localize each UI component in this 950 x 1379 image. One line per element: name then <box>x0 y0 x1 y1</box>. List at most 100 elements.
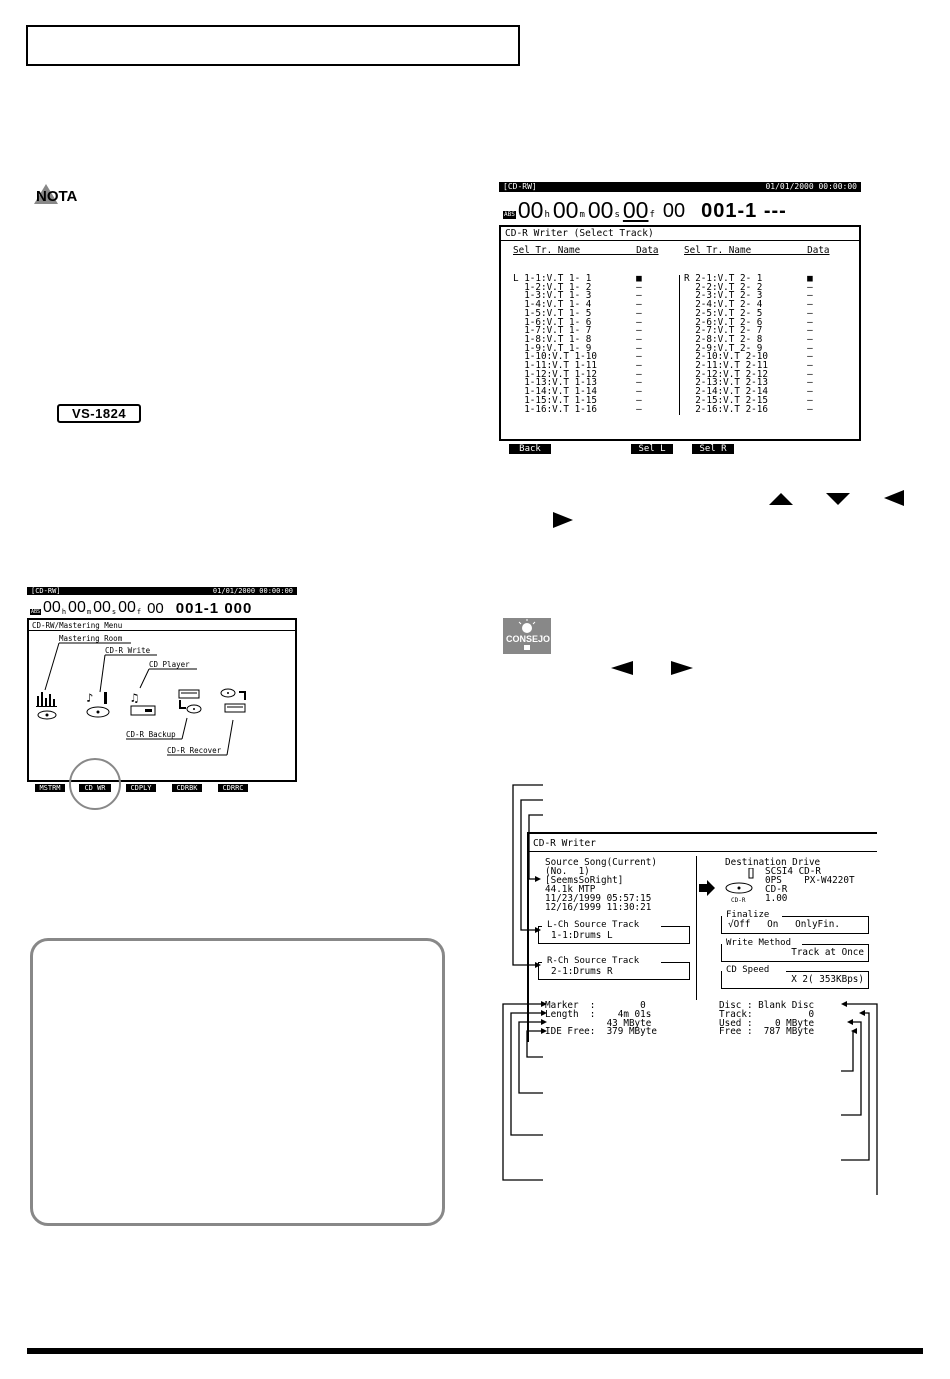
frames-unit: f <box>649 210 655 220</box>
menu-panel: CD-RW/Mastering Menu Mastering Room CD-R… <box>27 618 297 782</box>
nota-icon: NOTA <box>34 182 82 210</box>
menu-item-cd-player[interactable]: CD Player <box>149 660 190 669</box>
finalize-label: Finalize <box>724 910 772 920</box>
cd-r-write-icon[interactable]: ♪ <box>84 690 114 720</box>
counter-hours: 00 <box>43 599 61 616</box>
menu-item-mastering-room[interactable]: Mastering Room <box>59 634 123 643</box>
callout-leader-lines <box>502 784 878 1195</box>
vs-1824-logo: VS-1824 <box>57 404 141 423</box>
cd-player-icon[interactable]: ♫ <box>129 690 159 720</box>
write-method-value: Track at Once <box>791 947 864 958</box>
panel-title: CD-R Writer <box>533 838 596 849</box>
svg-text:♫: ♫ <box>131 691 138 705</box>
fkey-cdrbk[interactable]: CDRBK <box>172 784 202 792</box>
footer-rule <box>27 1348 923 1354</box>
hours-unit: h <box>544 210 550 220</box>
track-panel: CD-R Writer (Select Track) Sel Tr. Name … <box>499 225 861 441</box>
lcd-datetime: 01/01/2000 00:00:00 <box>765 182 857 191</box>
left-track-list[interactable]: L 1-1:V.T 1- 1 ■ 1-2:V.T 1- 2 – 1-3:V.T … <box>513 273 642 415</box>
counter-minutes: 00 <box>68 599 86 616</box>
right-track-list[interactable]: R 2-1:V.T 2- 1 ■ 2-2:V.T 2- 2 – 2-3:V.T … <box>684 273 813 415</box>
note-box <box>30 938 445 1226</box>
center-divider <box>696 856 697 1000</box>
cd-speed-box[interactable]: CD Speed X 2( 353KBps) <box>721 965 869 989</box>
mastering-room-icon[interactable] <box>35 690 61 720</box>
left-arrow-icon <box>884 490 904 506</box>
fkey-cdrrc[interactable]: CDRRC <box>218 784 248 792</box>
destination-drive-title: Destination Drive <box>725 857 821 868</box>
left-arrow-icon <box>611 661 633 675</box>
lcd-top-bar: [CD-RW] 01/01/2000 00:00:00 <box>27 587 297 595</box>
menu-item-cd-r-recover[interactable]: CD-R Recover <box>167 746 222 755</box>
finalize-box[interactable]: Finalize √Off On OnlyFin. <box>721 910 869 934</box>
right-arrow-icon <box>671 661 693 675</box>
menu-leader-lines <box>44 642 234 756</box>
panel-title: CD-RW/Mastering Menu <box>32 621 123 630</box>
arrow-right-icon <box>699 880 715 896</box>
fkey-cdply[interactable]: CDPLY <box>126 784 156 792</box>
fkey-mstrm[interactable]: MSTRM <box>35 784 65 792</box>
highlight-circle <box>69 758 121 810</box>
sel-r-button[interactable]: Sel R <box>692 444 734 454</box>
disc-info-stats: Disc : Blank Disc Track: 0 Used : 0 MByt… <box>719 1000 815 1038</box>
consejo-label: CONSEJO <box>506 634 550 644</box>
cd-r-backup-icon[interactable] <box>174 688 204 720</box>
sel-l-button[interactable]: Sel L <box>631 444 673 454</box>
lcd-top-bar: [CD-RW] 01/01/2000 00:00:00 <box>499 182 861 192</box>
counter-seconds: 00 <box>93 599 111 616</box>
cd-speed-label: CD Speed <box>724 965 772 975</box>
counter-subframes: 00 <box>662 200 686 222</box>
back-button[interactable]: Back <box>509 444 551 454</box>
counter-seconds: 00 <box>587 197 614 223</box>
cd-r-recover-icon[interactable] <box>219 686 251 720</box>
select-track-screen: [CD-RW] 01/01/2000 00:00:00 ABS 00 h 00 … <box>499 182 861 457</box>
counter-frames: 00 <box>622 197 649 223</box>
lch-source-track-box[interactable]: L-Ch Source Track 1-1:Drums L <box>538 920 690 944</box>
left-column-header: Sel Tr. Name Data <box>513 245 659 256</box>
rch-label: R-Ch Source Track <box>545 956 642 966</box>
seconds-unit: s <box>111 608 117 616</box>
dest-line-1: SCSI4 CD-R <box>765 866 821 877</box>
svg-text:♪: ♪ <box>86 691 93 705</box>
counter-subframes: 00 <box>147 600 164 617</box>
lch-value: 1-1:Drums L <box>551 930 613 941</box>
source-song-info: Source Song(Current) (No. 1) [SeemsSoRig… <box>545 857 657 914</box>
rch-value: 2-1:Drums R <box>551 966 613 977</box>
header-box <box>26 25 520 66</box>
lcd-mode-label: [CD-RW] <box>31 587 61 595</box>
counter-frames: 00 <box>118 599 136 616</box>
cd-r-drive-icon: CD-R <box>725 868 754 904</box>
counter-hours: 00 <box>517 197 544 223</box>
lcd-mode-label: [CD-RW] <box>503 182 537 191</box>
counter-minutes: 00 <box>552 197 579 223</box>
dest-line-2: 0PS PX-W4220T <box>765 875 855 886</box>
abs-badge: ABS <box>30 609 42 615</box>
cd-speed-value: X 2( 353KBps) <box>791 974 864 985</box>
cd-r-writer-screen: CD-R Writer Source Song(Current) (No. 1)… <box>527 832 877 1042</box>
finalize-value: √Off On OnlyFin. <box>728 919 840 930</box>
nota-label: NOTA <box>36 188 78 205</box>
time-counter: ABS 00 h 00 m 00 s 00 f 00 001-1 000 <box>30 597 252 617</box>
song-info-stats: Marker : 0 Length : 4m 01s 43 MByte IDE … <box>545 1000 657 1038</box>
menu-item-cd-r-backup[interactable]: CD-R Backup <box>126 730 176 739</box>
up-arrow-icon <box>769 493 793 505</box>
right-column-header: Sel Tr. Name Data <box>684 245 830 256</box>
menu-item-cd-r-write[interactable]: CD-R Write <box>105 646 151 655</box>
cdr-caption: CD-R <box>731 897 746 904</box>
dest-line-4: 1.00 <box>765 893 788 904</box>
abs-badge: ABS <box>503 211 516 219</box>
mastering-menu-screen: [CD-RW] 01/01/2000 00:00:00 ABS 00 h 00 … <box>27 587 297 812</box>
lcd-datetime: 01/01/2000 00:00:00 <box>212 587 293 595</box>
consejo-icon: CONSEJO <box>503 618 551 654</box>
lch-label: L-Ch Source Track <box>545 920 642 930</box>
dest-line-3: CD-R <box>765 884 788 895</box>
song-position: 001-1 000 <box>175 600 253 617</box>
title-rule <box>501 240 859 241</box>
title-rule <box>29 630 295 631</box>
minutes-unit: m <box>86 608 92 616</box>
panel-title: CD-R Writer (Select Track) <box>505 228 654 239</box>
rch-source-track-box[interactable]: R-Ch Source Track 2-1:Drums R <box>538 956 690 980</box>
right-arrow-icon <box>553 512 573 528</box>
write-method-box[interactable]: Write Method Track at Once <box>721 938 869 962</box>
column-divider <box>679 275 680 415</box>
